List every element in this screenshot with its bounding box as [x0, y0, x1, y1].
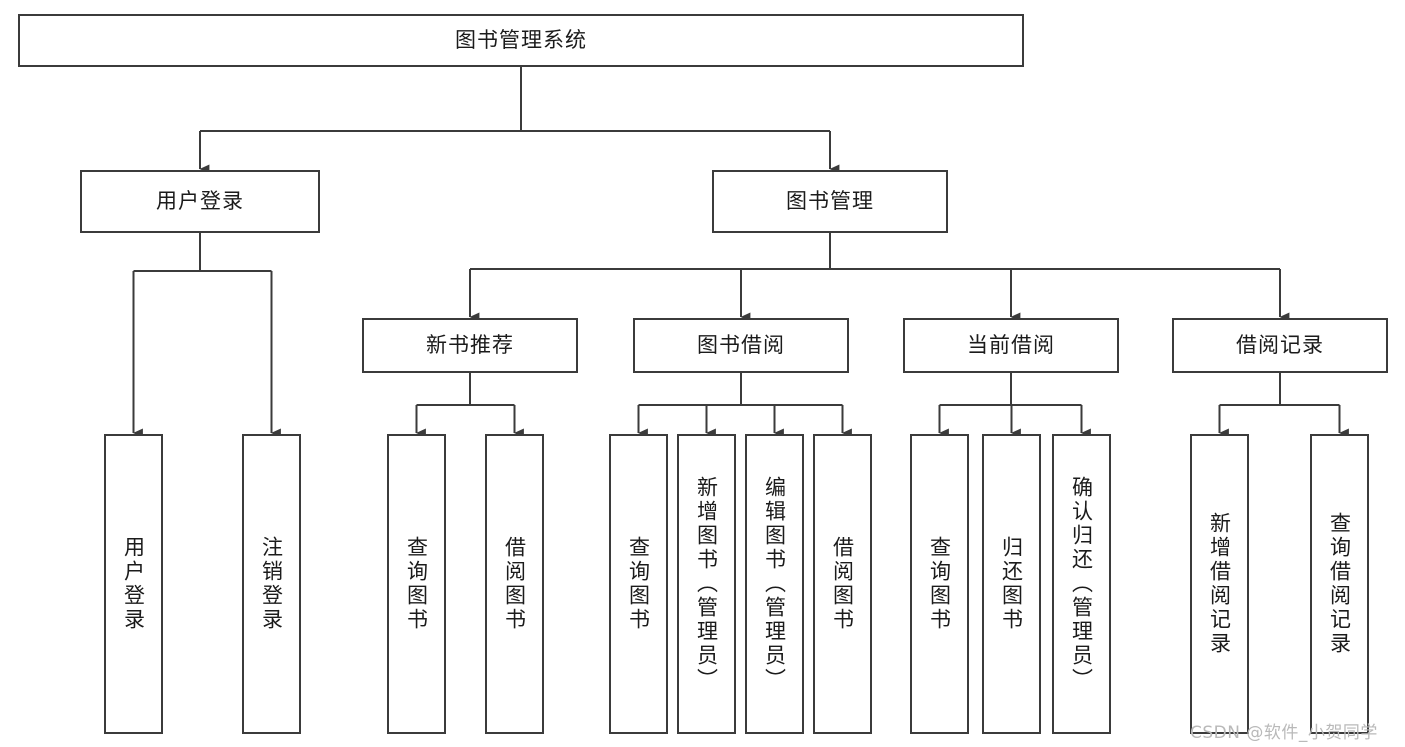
- node-label-l11: 确认归还（管理员）: [1069, 476, 1094, 692]
- edge-layer: [132, 67, 1349, 438]
- node-label-l5: 查询图书: [626, 536, 651, 632]
- node-label-newbook: 新书推荐: [426, 332, 514, 357]
- node-label-l8: 借阅图书: [830, 536, 855, 632]
- node-box-bookmgmt[interactable]: 图书管理: [712, 170, 948, 233]
- node-box-l4[interactable]: 借阅图书: [485, 434, 544, 734]
- node-box-root[interactable]: 图书管理系统: [18, 14, 1024, 67]
- node-box-l3[interactable]: 查询图书: [387, 434, 446, 734]
- node-box-l7[interactable]: 编辑图书（管理员）: [745, 434, 804, 734]
- node-box-l6[interactable]: 新增图书（管理员）: [677, 434, 736, 734]
- node-label-l10: 归还图书: [999, 536, 1024, 632]
- node-box-l11[interactable]: 确认归还（管理员）: [1052, 434, 1111, 734]
- node-box-l8[interactable]: 借阅图书: [813, 434, 872, 734]
- node-box-records[interactable]: 借阅记录: [1172, 318, 1388, 373]
- node-label-l9: 查询图书: [927, 536, 952, 632]
- node-label-l7: 编辑图书（管理员）: [762, 476, 787, 692]
- node-label-l6: 新增图书（管理员）: [694, 476, 719, 692]
- node-box-l10[interactable]: 归还图书: [982, 434, 1041, 734]
- node-label-l1: 用户登录: [121, 536, 146, 632]
- node-box-current[interactable]: 当前借阅: [903, 318, 1119, 373]
- node-box-newbook[interactable]: 新书推荐: [362, 318, 578, 373]
- node-label-current: 当前借阅: [967, 332, 1055, 357]
- node-label-borrow: 图书借阅: [697, 332, 785, 357]
- node-box-l5[interactable]: 查询图书: [609, 434, 668, 734]
- node-label-l13: 查询借阅记录: [1327, 512, 1352, 656]
- node-label-l3: 查询图书: [404, 536, 429, 632]
- node-label-bookmgmt: 图书管理: [786, 188, 874, 213]
- node-label-l4: 借阅图书: [502, 536, 527, 632]
- node-label-login: 用户登录: [156, 188, 244, 213]
- node-box-l2[interactable]: 注销登录: [242, 434, 301, 734]
- node-box-l13[interactable]: 查询借阅记录: [1310, 434, 1369, 734]
- node-label-l2: 注销登录: [259, 536, 284, 632]
- node-label-records: 借阅记录: [1236, 332, 1324, 357]
- node-label-l12: 新增借阅记录: [1207, 512, 1232, 656]
- node-box-login[interactable]: 用户登录: [80, 170, 320, 233]
- node-box-l12[interactable]: 新增借阅记录: [1190, 434, 1249, 734]
- node-label-root: 图书管理系统: [455, 27, 587, 52]
- node-box-borrow[interactable]: 图书借阅: [633, 318, 849, 373]
- node-box-l9[interactable]: 查询图书: [910, 434, 969, 734]
- node-box-l1[interactable]: 用户登录: [104, 434, 163, 734]
